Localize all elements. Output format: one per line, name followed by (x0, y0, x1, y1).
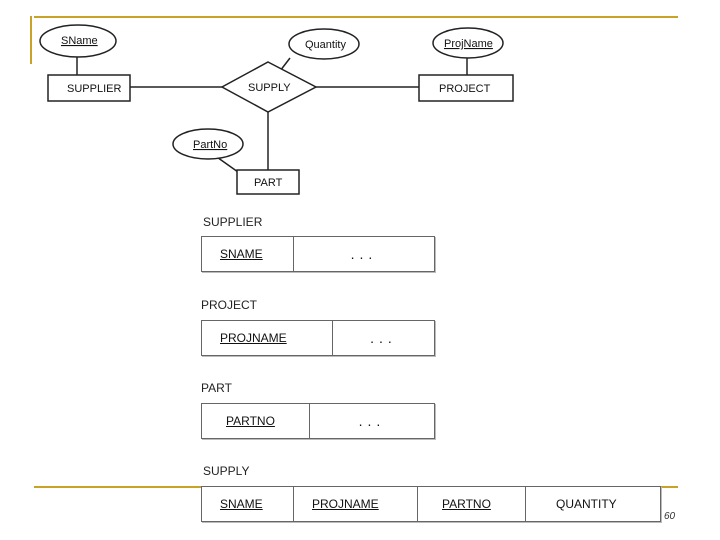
relationship-supply-label: SUPPLY (248, 82, 291, 94)
entity-supplier-label: SUPPLIER (67, 83, 121, 95)
relation-table-supplier: SNAME ... (201, 236, 435, 272)
relation-title-supplier: SUPPLIER (203, 215, 263, 229)
page-number: 60 (664, 511, 676, 522)
attribute-sname: SName (39, 24, 117, 58)
relation-cell: QUANTITY (556, 497, 617, 511)
attribute-projname-label: ProjName (444, 38, 493, 50)
entity-supplier: SUPPLIER (47, 74, 131, 102)
relation-cell: SNAME (202, 487, 294, 521)
relation-cell: SNAME (202, 237, 294, 271)
relation-title-supply: SUPPLY (203, 464, 250, 478)
relation-cell: PROJNAME (294, 487, 418, 521)
attribute-partno-label: PartNo (193, 139, 227, 151)
entity-project-label: PROJECT (439, 83, 491, 95)
left-rule (30, 16, 32, 64)
relation-cell: PROJNAME (202, 321, 333, 355)
entity-part-label: PART (254, 177, 283, 189)
relation-cell-ellipsis: ... (358, 413, 386, 429)
relation-cell: PARTNO (202, 404, 310, 438)
relation-cell-ellipsis: ... (350, 246, 378, 262)
relation-cell: PARTNO (418, 487, 526, 521)
attribute-quantity: Quantity (288, 28, 360, 60)
entity-project: PROJECT (418, 74, 514, 102)
attribute-partno: PartNo (172, 128, 244, 160)
attribute-quantity-label: Quantity (305, 39, 346, 51)
relation-table-part: PARTNO ... (201, 403, 435, 439)
entity-part: PART (236, 169, 300, 195)
relation-table-project: PROJNAME ... (201, 320, 435, 356)
relation-cell-ellipsis: ... (370, 330, 397, 346)
relation-title-project: PROJECT (201, 298, 258, 312)
attribute-projname: ProjName (432, 27, 504, 59)
relation-title-part: PART (201, 381, 232, 395)
top-rule (34, 16, 678, 18)
attribute-sname-label: SName (61, 35, 98, 47)
relationship-supply: SUPPLY (220, 61, 318, 113)
relation-table-supply: SNAME PROJNAME PARTNO QUANTITY (201, 486, 661, 522)
